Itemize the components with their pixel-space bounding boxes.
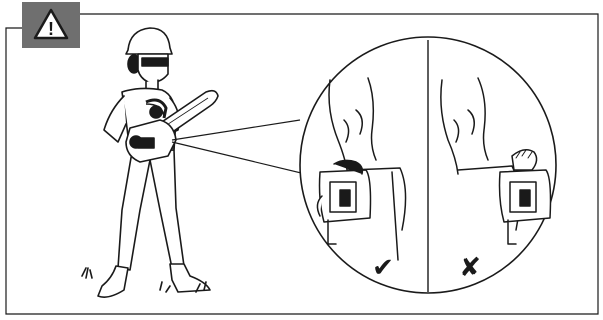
cross-mark-icon: ✘ (459, 253, 481, 283)
warning-triangle-icon: ! (35, 10, 67, 39)
operator-figure (82, 28, 210, 297)
check-mark-icon: ✔ (372, 253, 394, 283)
warning-glyph: ! (48, 19, 54, 39)
